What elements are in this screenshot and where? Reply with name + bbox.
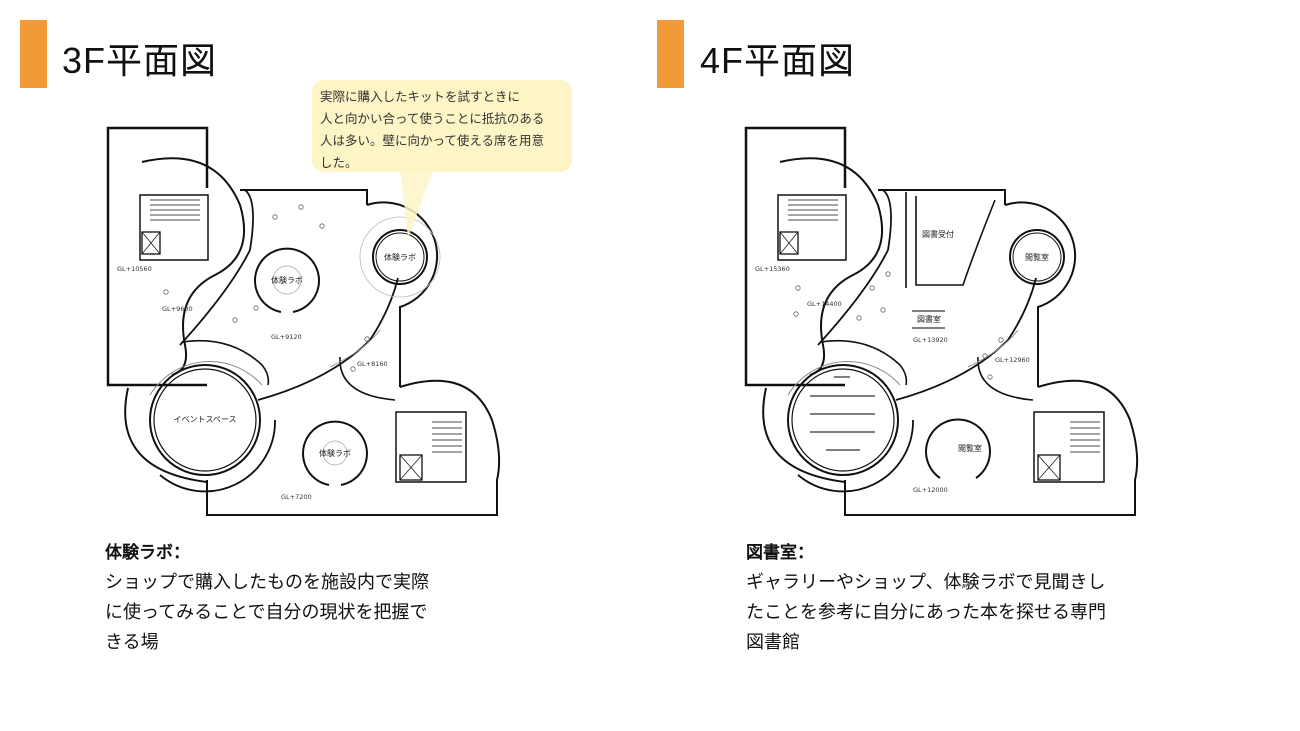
callout-line: 人は多い。壁に向かって使える席を用意 [320,133,545,148]
floor-plan-3f: 体験ラボ 体験ラボ 体験ラボ イベントスペース GL+10560 GL+9600… [106,126,501,517]
callout-note: 実際に購入したキットを試すときに 人と向かい合って使うことに抵抗のある 人は多い… [312,80,572,172]
description-line: に使ってみることで自分の現状を把握で [105,602,428,623]
label-lab-bottom: 体験ラボ [319,448,351,458]
label-lab-center: 体験ラボ [271,275,303,285]
title-4f: 4F平面図 [700,40,856,81]
description-line: 図書館 [746,632,800,653]
callout-line: 実際に購入したキットを試すときに [320,89,521,104]
level-label: GL+14400 [807,300,842,308]
label-library-reception: 図書受付 [922,229,954,239]
label-event-space: イベントスペース [173,415,236,424]
level-label: GL+10560 [117,265,152,273]
label-reading-room-bottom: 閲覧室 [958,443,982,453]
callout-line: 人と向かい合って使うことに抵抗のある [320,111,545,126]
label-reading-room-top: 閲覧室 [1025,252,1049,262]
level-label: GL+12000 [913,486,948,494]
label-library: 図書室 [917,314,941,324]
description-heading: 図書室： [746,543,814,563]
description-4f: 図書室： ギャラリーやショップ、体験ラボで見聞きし たことを参考に自分にあった本… [746,538,1106,658]
level-label: GL+9600 [162,305,193,313]
level-label: GL+12960 [995,356,1030,364]
title-3f: 3F平面図 [62,40,218,81]
level-label: GL+13920 [913,336,948,344]
description-line: ギャラリーやショップ、体験ラボで見聞きし [746,572,1106,593]
label-lab-right: 体験ラボ [384,252,416,262]
callout-pointer [400,168,434,238]
level-label: GL+9120 [271,333,302,341]
callout-line: した。 [320,155,358,170]
level-label: GL+15360 [755,265,790,273]
level-label: GL+8160 [357,360,388,368]
description-line: たことを参考に自分にあった本を探せる専門 [746,602,1106,623]
level-label: GL+7200 [281,493,312,501]
description-line: ショップで購入したものを施設内で実際 [105,572,429,593]
floor-plan-4f: 図書受付 閲覧室 図書室 閲覧室 GL+15360 GL+14400 GL+13… [744,126,1139,517]
description-line: きる場 [105,632,159,653]
description-3f: 体験ラボ： ショップで購入したものを施設内で実際 に使ってみることで自分の現状を… [105,538,429,658]
accent-bar-4f [657,20,684,88]
description-heading: 体験ラボ： [105,543,190,563]
accent-bar-3f [20,20,47,88]
